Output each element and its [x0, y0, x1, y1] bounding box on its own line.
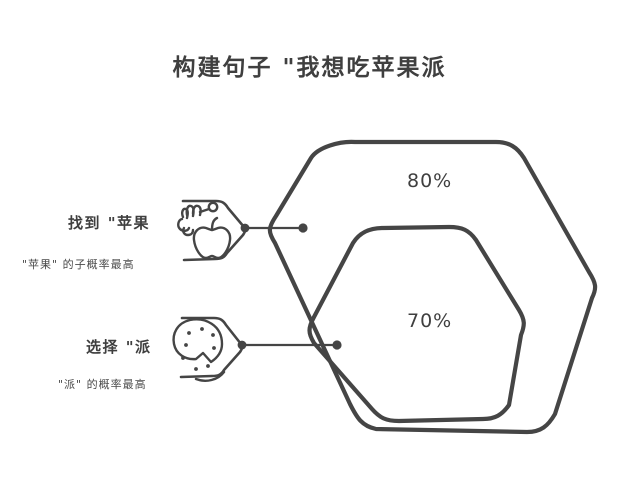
inner-hexagon-percent-label: 70% [407, 310, 453, 332]
pie-node-label: 选择 "派 [86, 338, 152, 356]
page-title: 构建句子 "我想吃苹果派 [172, 55, 447, 81]
pie-node-bracket [179, 316, 244, 379]
inner-hexagon-shape [307, 224, 526, 424]
hand-picking-apple-icon [177, 201, 219, 237]
apple-pie-slice-icon [172, 318, 226, 382]
pie-node-sublabel: "派" 的概率最高 [58, 378, 147, 391]
outer-hexagon-percent-label: 80% [407, 170, 453, 192]
apple-icon [192, 216, 232, 260]
outer-hexagon-shape [267, 139, 598, 435]
pie-node-dot [237, 340, 247, 350]
apple-node-sublabel: "苹果" 的子概率最高 [22, 258, 135, 271]
apple-node-dot [240, 223, 250, 233]
apple-node-label: 找到 "苹果 [68, 214, 151, 232]
